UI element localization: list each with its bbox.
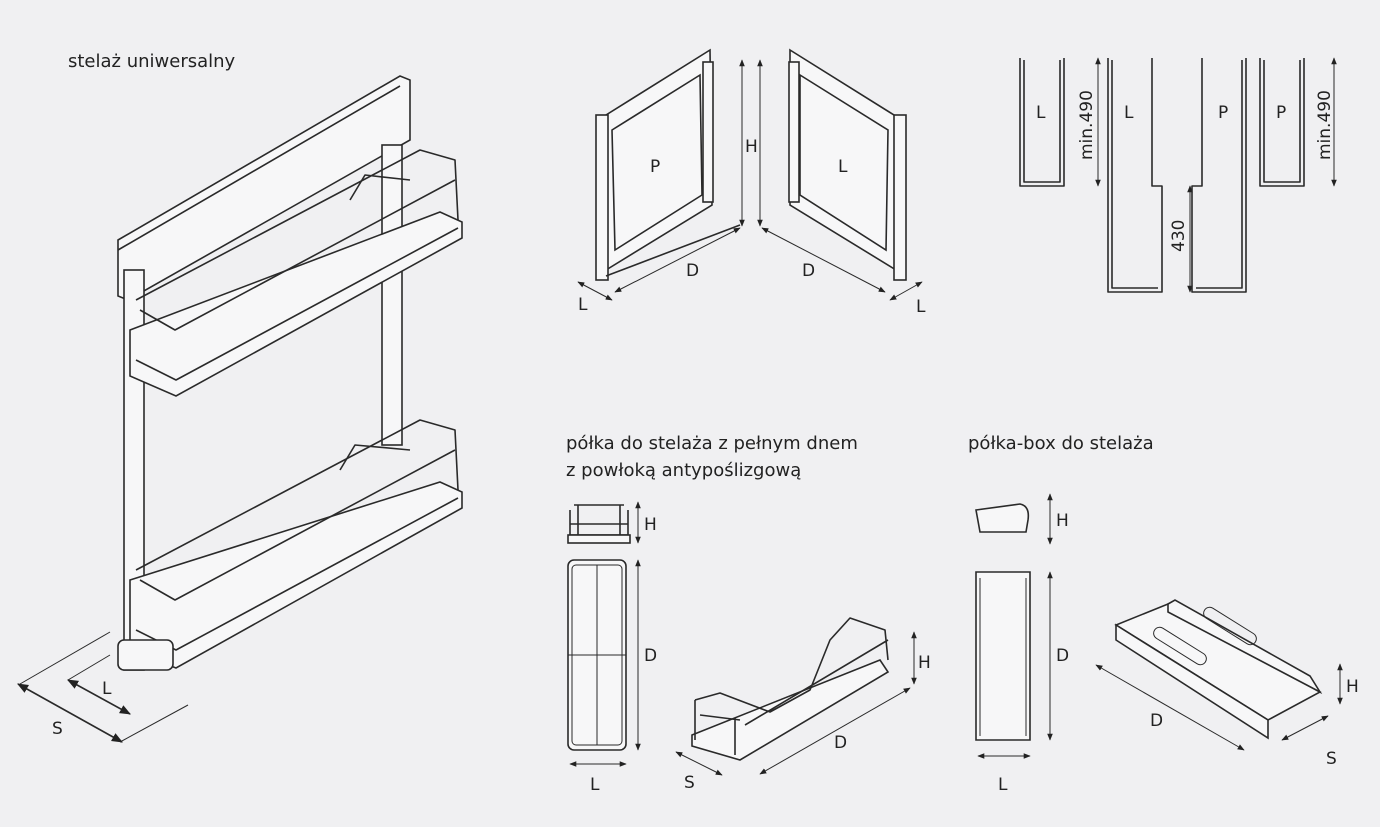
frame-p-dim-d: D	[686, 261, 699, 281]
section-b-label: L	[1124, 103, 1134, 123]
box-dim-plan-d: D	[1056, 646, 1069, 666]
section-d-dim: min.490	[1315, 90, 1335, 160]
frame-l-dim-l: L	[916, 297, 926, 317]
shelf-title-line1: półka do stelaża z pełnym dnem	[566, 433, 858, 454]
box-title: półka-box do stelaża	[968, 433, 1154, 454]
frame-p-label: P	[650, 157, 660, 177]
frame-dim-h: H	[745, 137, 758, 157]
shelf-dim-iso-h: H	[918, 653, 931, 673]
universal-rack-drawing: S L	[17, 75, 463, 743]
box-dim-iso-s: S	[1326, 749, 1337, 769]
section-a-dim: min.490	[1077, 90, 1097, 160]
frame-l-dim-d: D	[802, 261, 815, 281]
shelf-dim-top-h: H	[644, 515, 657, 535]
shelf-drawings: H D L H D S	[567, 501, 931, 795]
box-drawings: H D L H D S	[975, 493, 1359, 795]
section-b-dim: 430	[1169, 220, 1189, 252]
box-dim-top-h: H	[1056, 511, 1069, 531]
frame-p-dim-l: L	[578, 295, 588, 315]
section-views: L min.490 L 430 P P min.490	[1019, 57, 1337, 293]
box-dim-iso-d: D	[1150, 711, 1163, 731]
box-dim-iso-h: H	[1346, 677, 1359, 697]
shelf-dim-iso-d: D	[834, 733, 847, 753]
shelf-dim-plan-d: D	[644, 646, 657, 666]
shelf-title-line2: z powłoką antypoślizgową	[566, 460, 801, 481]
section-a-label: L	[1036, 103, 1046, 123]
box-dim-plan-l: L	[998, 775, 1008, 795]
shelf-dim-iso-s: S	[684, 773, 695, 793]
frame-l-drawing: L D L	[757, 48, 926, 317]
frame-l-label: L	[838, 157, 848, 177]
shelf-dim-plan-l: L	[590, 775, 600, 795]
section-d-label: P	[1276, 103, 1286, 123]
rack-title: stelaż uniwersalny	[68, 51, 236, 72]
rack-dim-l: L	[102, 679, 112, 699]
rack-dim-s: S	[52, 719, 63, 739]
frame-p-drawing: P H D L	[577, 48, 758, 315]
section-c-label: P	[1218, 103, 1228, 123]
